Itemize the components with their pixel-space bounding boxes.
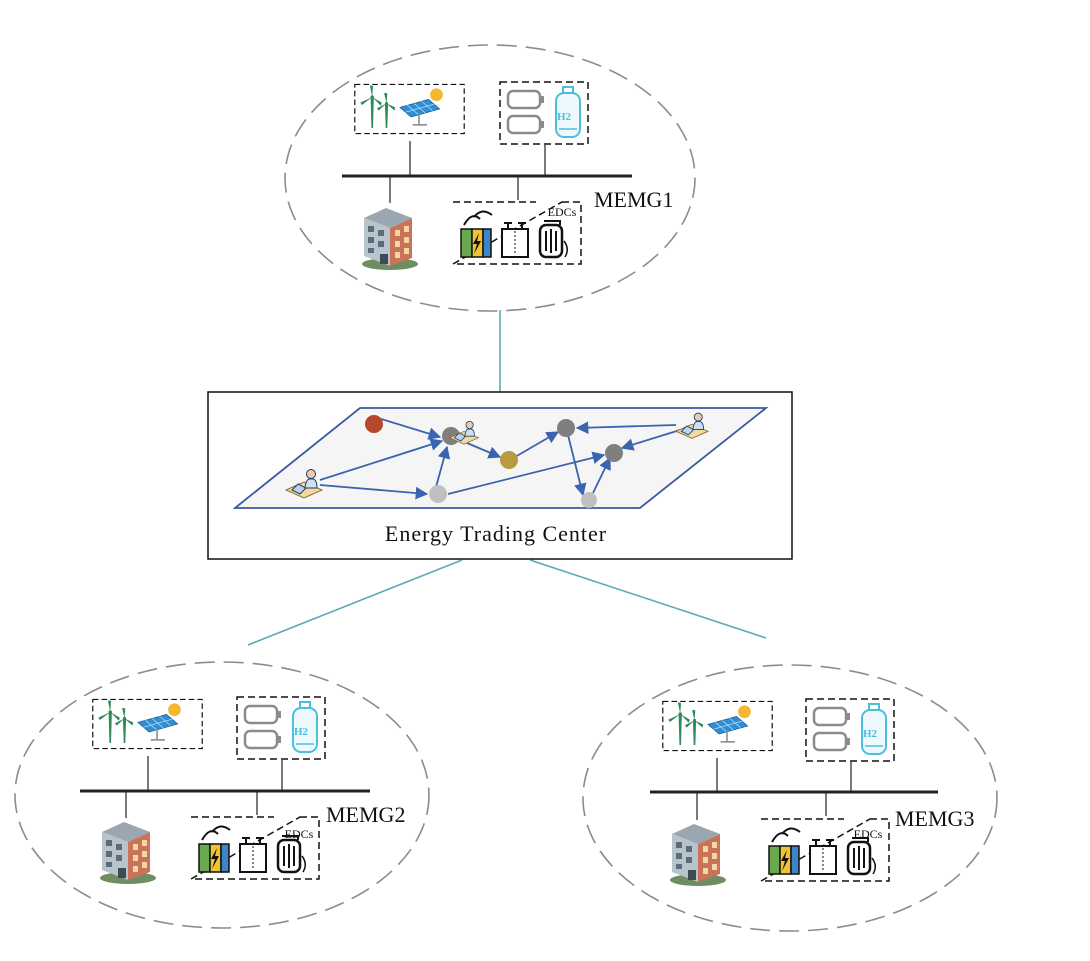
market-node-icon xyxy=(500,451,518,469)
microgrid-boundary xyxy=(284,44,696,312)
microgrid-name: MEMG1 xyxy=(594,187,673,212)
market-node-icon xyxy=(581,492,597,508)
edc-label: EDCs xyxy=(854,827,883,841)
microgrid-name: MEMG3 xyxy=(895,806,974,831)
trade-arrows xyxy=(319,417,681,500)
microgrid-name: MEMG2 xyxy=(326,802,405,827)
building-icon xyxy=(100,822,156,884)
building-icon xyxy=(670,824,726,886)
microgrid-memg3: H2 EDCs MEMG3 xyxy=(582,664,998,932)
link-lines xyxy=(247,310,767,646)
renewable-block xyxy=(92,698,203,750)
link-memg3 xyxy=(529,559,767,639)
renewable-block xyxy=(354,83,465,135)
market-node-icon xyxy=(365,415,383,433)
market-nodes xyxy=(365,415,623,508)
renewable-block xyxy=(662,700,773,752)
hydrogen-tank-label: H2 xyxy=(294,726,309,738)
hydrogen-tank-label: H2 xyxy=(863,728,878,740)
storage-block xyxy=(499,81,589,145)
market-node-icon xyxy=(605,444,623,462)
edc-label: EDCs xyxy=(285,827,314,841)
energy-trading-center: Energy Trading Center xyxy=(207,391,793,560)
storage-block xyxy=(236,696,326,760)
microgrid-memg2: H2 EDCs MEMG2 xyxy=(14,661,430,929)
market-node-icon xyxy=(429,485,447,503)
microgrid-boundary xyxy=(14,661,430,929)
center-label: Energy Trading Center xyxy=(385,521,607,546)
building-icon xyxy=(362,208,418,270)
storage-block xyxy=(805,698,895,762)
microgrid-memg1: H2 EDCs MEMG1 xyxy=(284,44,696,312)
market-node-icon xyxy=(557,419,575,437)
microgrid-boundary xyxy=(582,664,998,932)
link-memg2 xyxy=(247,559,463,646)
hydrogen-tank-label: H2 xyxy=(557,111,572,123)
edc-label: EDCs xyxy=(548,205,577,219)
